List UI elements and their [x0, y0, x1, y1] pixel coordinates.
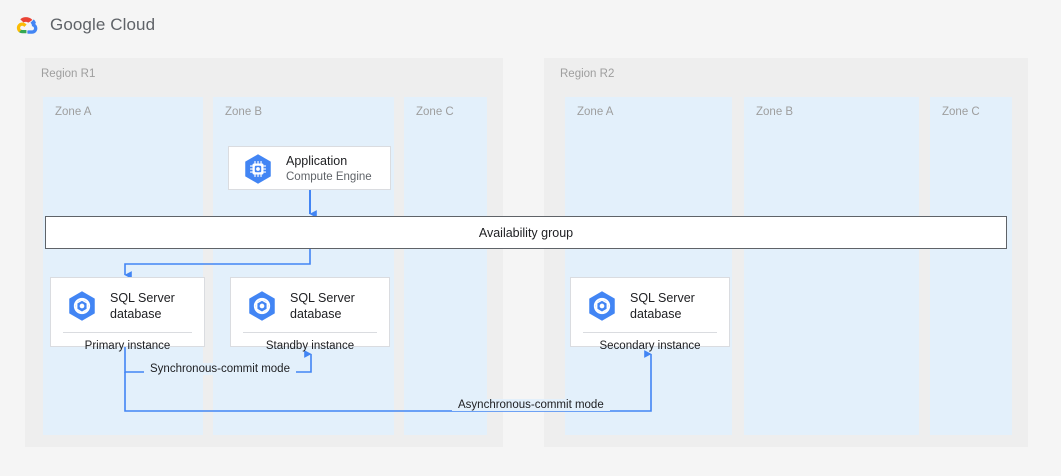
card-primary-titles: SQL Server database — [110, 290, 175, 323]
card-secondary-footer: Secondary instance — [599, 340, 701, 352]
card-standby-title-line1: SQL Server — [290, 290, 355, 305]
zone-r1-a-label: Zone A — [55, 106, 92, 118]
card-primary-database[interactable]: SQL Server database Primary instance — [50, 277, 205, 352]
google-cloud-logo-icon — [16, 17, 38, 34]
connector-label-synchronous: Synchronous-commit mode — [144, 363, 296, 375]
card-secondary-titles: SQL Server database — [630, 290, 695, 323]
card-standby-titles: SQL Server database — [290, 290, 355, 323]
brand-name-cloud: Cloud — [110, 15, 156, 34]
sql-server-database-icon — [589, 291, 615, 321]
card-primary-title-line1: SQL Server — [110, 290, 175, 305]
zone-r2-b-label: Zone B — [756, 106, 794, 118]
card-application[interactable]: Application Compute Engine — [228, 146, 391, 190]
card-secondary-title-line2: database — [630, 307, 682, 321]
card-application-subtitle: Compute Engine — [286, 170, 372, 183]
brand-name: Google Cloud — [50, 15, 155, 35]
sql-server-database-icon — [69, 291, 95, 321]
compute-engine-icon — [245, 154, 271, 184]
availability-group-label: Availability group — [478, 225, 574, 240]
card-secondary-divider — [583, 332, 717, 333]
region-r1-label: Region R1 — [41, 68, 96, 80]
zone-r2-c: Zone C — [930, 97, 1012, 435]
zone-r1-a: Zone A — [43, 97, 203, 435]
connector-label-asynchronous: Asynchronous-commit mode — [452, 399, 610, 411]
availability-group-bar[interactable]: Availability group — [45, 216, 1007, 249]
card-primary-title-line2: database — [110, 307, 162, 321]
zone-r1-b-label: Zone B — [225, 106, 263, 118]
card-primary-divider — [63, 332, 192, 333]
zone-r1-c: Zone C — [404, 97, 487, 435]
zone-r2-b: Zone B — [744, 97, 919, 435]
card-secondary-database[interactable]: SQL Server database Secondary instance — [570, 277, 730, 352]
card-standby-footer: Standby instance — [265, 340, 355, 352]
card-primary-footer: Primary instance — [84, 340, 171, 352]
zone-r2-a-label: Zone A — [577, 106, 614, 118]
card-application-titles: Application Compute Engine — [286, 154, 372, 184]
region-r2-label: Region R2 — [560, 68, 615, 80]
card-standby-divider — [243, 332, 377, 333]
card-standby-title-line2: database — [290, 307, 342, 321]
card-secondary-title-line1: SQL Server — [630, 290, 695, 305]
card-application-title: Application — [286, 154, 348, 168]
sql-server-database-icon — [249, 291, 275, 321]
card-standby-database[interactable]: SQL Server database Standby instance — [230, 277, 390, 352]
google-cloud-brand: Google Cloud — [14, 10, 155, 40]
zone-r2-c-label: Zone C — [942, 106, 980, 118]
brand-name-google: Google — [50, 15, 106, 34]
zone-r2-a: Zone A — [565, 97, 732, 435]
zone-r1-c-label: Zone C — [416, 106, 454, 118]
